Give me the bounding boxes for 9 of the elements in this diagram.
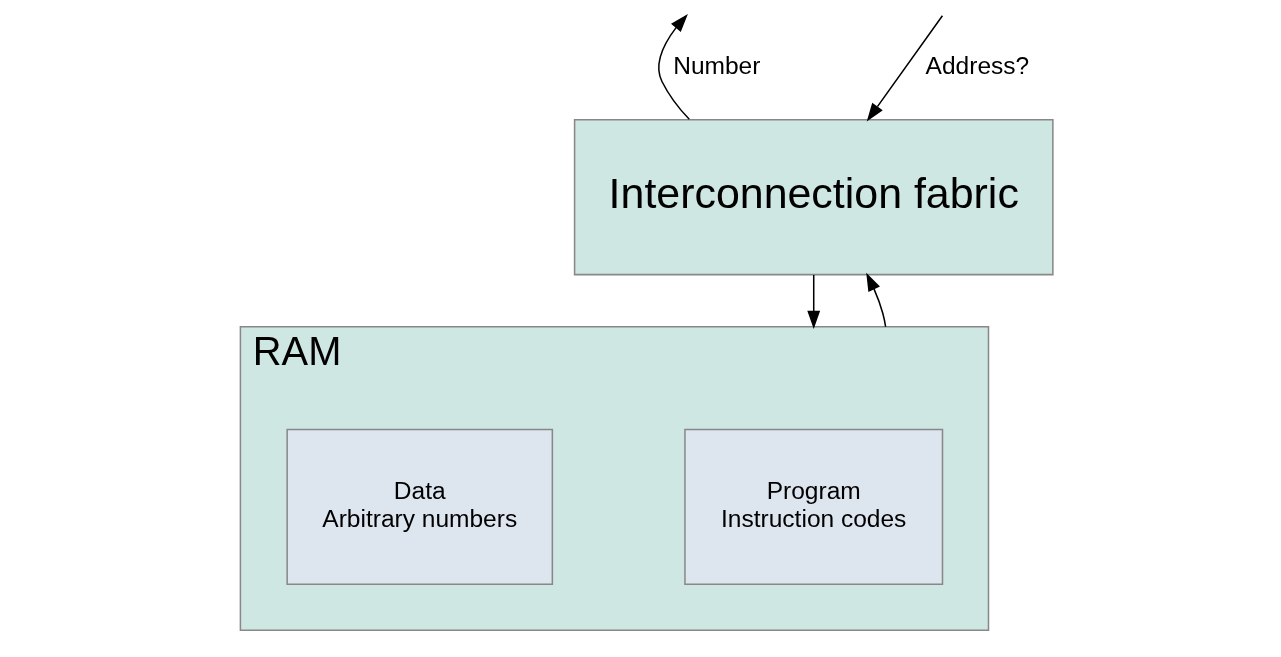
arrow (866, 272, 887, 328)
arrow (807, 274, 821, 330)
node-box: Program Instruction codes (684, 428, 944, 586)
arrow (658, 13, 691, 121)
edge-label: Number (673, 51, 761, 79)
node-box: Interconnection fabric (573, 119, 1054, 276)
arrow (866, 14, 944, 122)
edge-label: Address? (925, 51, 1030, 79)
node-box: Data Arbitrary numbers (286, 428, 554, 586)
